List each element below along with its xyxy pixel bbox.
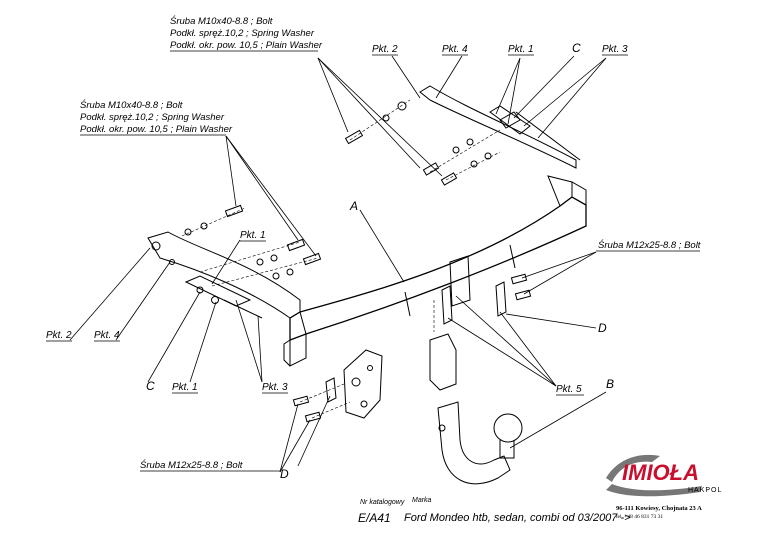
logo-subtext: HAKPOL (688, 487, 722, 494)
top-bolt-set (344, 99, 581, 186)
label-b: B (606, 377, 614, 391)
brand-label: Marka (412, 497, 432, 504)
callout-bolt-left-line1: Śruba M10x40-8.8 ; Bolt (80, 99, 183, 111)
label-pkt2-top: Pkt. 2 (372, 44, 398, 55)
footer: Nr katalogowy Marka E/A41 Ford Mondeo ht… (358, 497, 702, 525)
center-mount (429, 255, 532, 391)
catalog-label: Nr katalogowy (360, 499, 405, 506)
callout-bolt-bottom: Śruba M12x25-8.8 ; Bolt (140, 459, 243, 471)
crossbar-a (283, 85, 587, 367)
label-pkt2-left: Pkt. 2 (46, 330, 72, 341)
label-pkt1-top: Pkt. 1 (508, 44, 534, 55)
left-side-bracket (147, 231, 301, 319)
leader-lines (69, 55, 607, 473)
imiola-logo: IMIOŁA HAKPOL (606, 454, 722, 497)
label-d-bottom: D (280, 467, 289, 481)
vehicle-model: Ford Mondeo htb, sedan, combi od 03/2007… (404, 512, 631, 524)
label-pkt5: Pkt. 5 (556, 384, 582, 395)
callout-bolt-left-line3: Podkł. okr. pow. 10,5 ; Plain Washer (80, 124, 233, 135)
callout-bolt-top: Śruba M10x40-8.8 ; Bolt Podkł. spręż.10,… (170, 15, 323, 52)
label-pkt3-top: Pkt. 3 (602, 44, 628, 55)
label-pkt4-left: Pkt. 4 (94, 330, 120, 341)
callout-bolt-right: Śruba M12x25-8.8 ; Bolt (598, 239, 701, 251)
callout-bolt-left: Śruba M10x40-8.8 ; Bolt Podkł. spręż.10,… (80, 99, 233, 136)
callout-bolt-left-line2: Podkł. spręż.10,2 ; Spring Washer (80, 112, 225, 123)
label-a: A (349, 199, 358, 213)
socket-plate (292, 349, 383, 423)
part-labels: Pkt. 2 Pkt. 4 Pkt. 1 C Pkt. 3 A Pkt. 1 P… (46, 41, 701, 481)
company-address: 96-111 Kowiesy, Chojnata 23 A (616, 505, 702, 512)
label-pkt3-left: Pkt. 3 (262, 382, 288, 393)
label-c-top: C (572, 41, 581, 55)
callout-bolt-top-line2: Podkł. spręż.10,2 ; Spring Washer (170, 28, 315, 39)
company-phone: tel. +48 46 831 73 31 (616, 514, 663, 520)
tow-ball (437, 401, 523, 485)
label-pkt4-top: Pkt. 4 (442, 44, 468, 55)
label-pkt1-mid: Pkt. 1 (240, 230, 266, 241)
catalog-number: E/A41 (358, 511, 391, 525)
callout-bolt-top-line3: Podkł. okr. pow. 10,5 ; Plain Washer (170, 40, 323, 51)
left-bolt-set (181, 204, 322, 287)
label-d-right: D (598, 321, 607, 335)
callout-bolt-top-line1: Śruba M10x40-8.8 ; Bolt (170, 15, 273, 27)
logo-text: IMIOŁA (622, 460, 699, 485)
label-c-left: C (146, 379, 155, 393)
label-pkt1-left: Pkt. 1 (172, 382, 198, 393)
